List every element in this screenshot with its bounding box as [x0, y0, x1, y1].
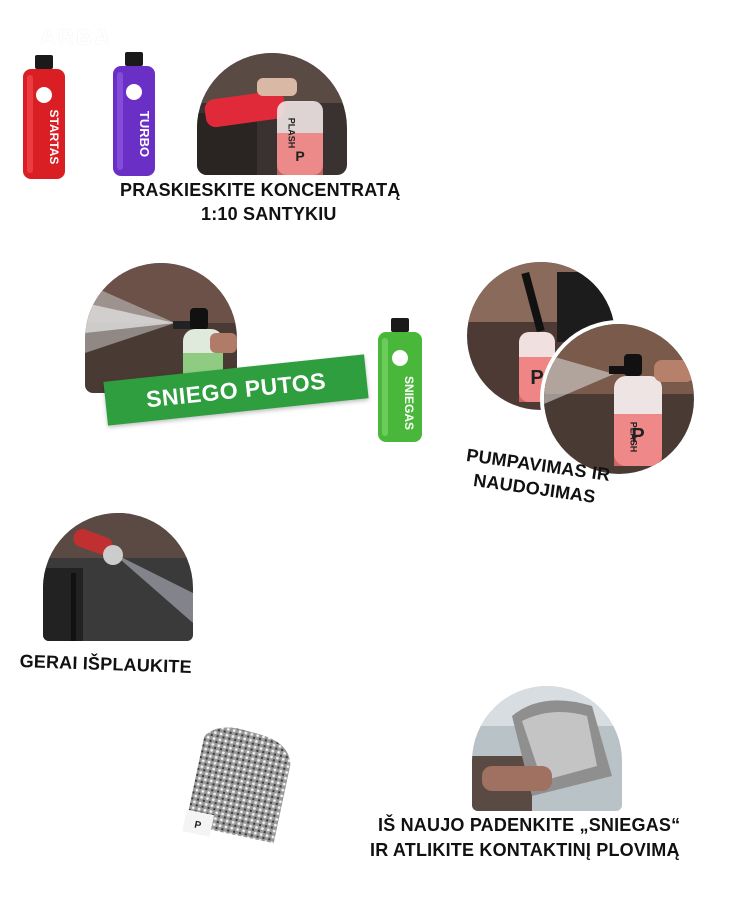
pouring-concentrate-photo: P [197, 53, 347, 175]
arba-overlay-text: ARBA [40, 26, 113, 49]
dilute-caption-line2: 1:10 SANTYKIU [201, 204, 337, 224]
sniegas-label: SNIEGAS [402, 376, 416, 430]
svg-text:P: P [631, 425, 644, 447]
turbo-label: TURBO [137, 111, 152, 157]
startas-label: STARTAS [47, 110, 61, 165]
dilute-caption-line1: PRASKIESKITE KONCENTRATĄ [120, 180, 401, 200]
svg-text:P: P [295, 148, 304, 164]
contact-caption-line2: IR ATLIKITE KONTAKTINĮ PLOVIMĄ [370, 840, 680, 860]
contact-caption-line1: IŠ NAUJO PADENKITE „SNIEGAS“ [378, 815, 681, 835]
rinse-caption: GERAI IŠPLAUKITE [19, 651, 193, 677]
spraying-photo: P [540, 320, 698, 478]
foam-banner-label: SNIEGO PUTOS [144, 367, 328, 412]
svg-text:P: P [530, 367, 543, 389]
rinse-photo [43, 513, 193, 641]
contact-wash-photo [472, 686, 622, 811]
sniegas-bottle: SNIEGAS [378, 318, 422, 442]
startas-bottle: STARTAS [23, 55, 65, 179]
spray-bottle-brand: PLASH [628, 421, 639, 453]
pouring-bottle-brand: PLASH [286, 117, 297, 149]
turbo-bottle: TURBO [113, 52, 155, 176]
wash-mitt-image: P [182, 727, 291, 844]
svg-text:P: P [193, 820, 202, 832]
